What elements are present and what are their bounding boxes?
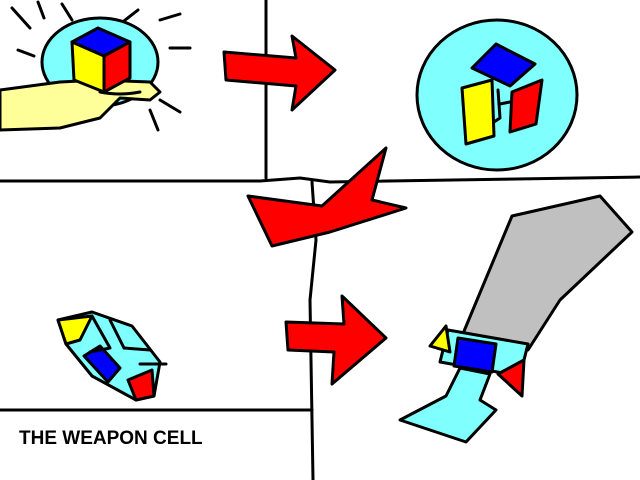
cube-right-piece: [508, 78, 544, 134]
cube-top-piece: [470, 42, 537, 88]
sword-blade: [460, 194, 634, 352]
arrow-right-icon: [222, 34, 337, 112]
panel-sword: [398, 194, 634, 444]
arrow-down-left-icon: [246, 146, 408, 248]
cube-right: [102, 40, 132, 94]
glow-lines: [10, 0, 192, 132]
hand: [0, 78, 162, 132]
cube-left-piece: [460, 78, 496, 146]
arrow-right-icon-2: [284, 294, 388, 386]
panel-hand-cube: [0, 0, 192, 132]
caption-title: THE WEAPON CELL: [19, 428, 203, 449]
panel-exploded-cube: [415, 18, 579, 172]
panel-crystal: [56, 310, 168, 402]
sword-handle: [398, 366, 498, 444]
